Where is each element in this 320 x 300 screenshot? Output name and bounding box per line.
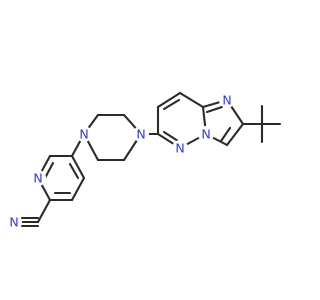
atom-labels: N N N N N N N [6,92,235,230]
bond [70,154,86,180]
atom-label: N [33,171,42,186]
atom-label: N [175,141,184,156]
atom-pyridazine-n: N [172,140,188,156]
bond [68,162,80,180]
atom-piperazine-n4: N [133,126,149,142]
bond [43,161,55,180]
bond [225,122,245,147]
atom-label: N [79,127,88,142]
bonds [20,91,282,228]
bond [70,176,86,202]
bond [156,91,182,109]
atom-label: N [201,127,210,142]
atom-label: N [136,127,145,142]
molecule-structure: N N N N N N N [6,91,282,230]
atom-label: N [222,93,231,108]
bond [36,198,52,224]
bond [178,91,205,109]
bond [219,126,232,143]
bond [162,130,180,143]
atom-imidazole-n: N [219,92,235,108]
atom-label: N [9,215,18,230]
bond [205,105,224,114]
atom-nitrile-n: N [6,214,22,230]
atom-pyridine-n: N [30,170,46,186]
atom-bridgehead-n: N [198,126,214,142]
atom-piperazine-n1: N [76,126,92,142]
bond [162,98,181,111]
